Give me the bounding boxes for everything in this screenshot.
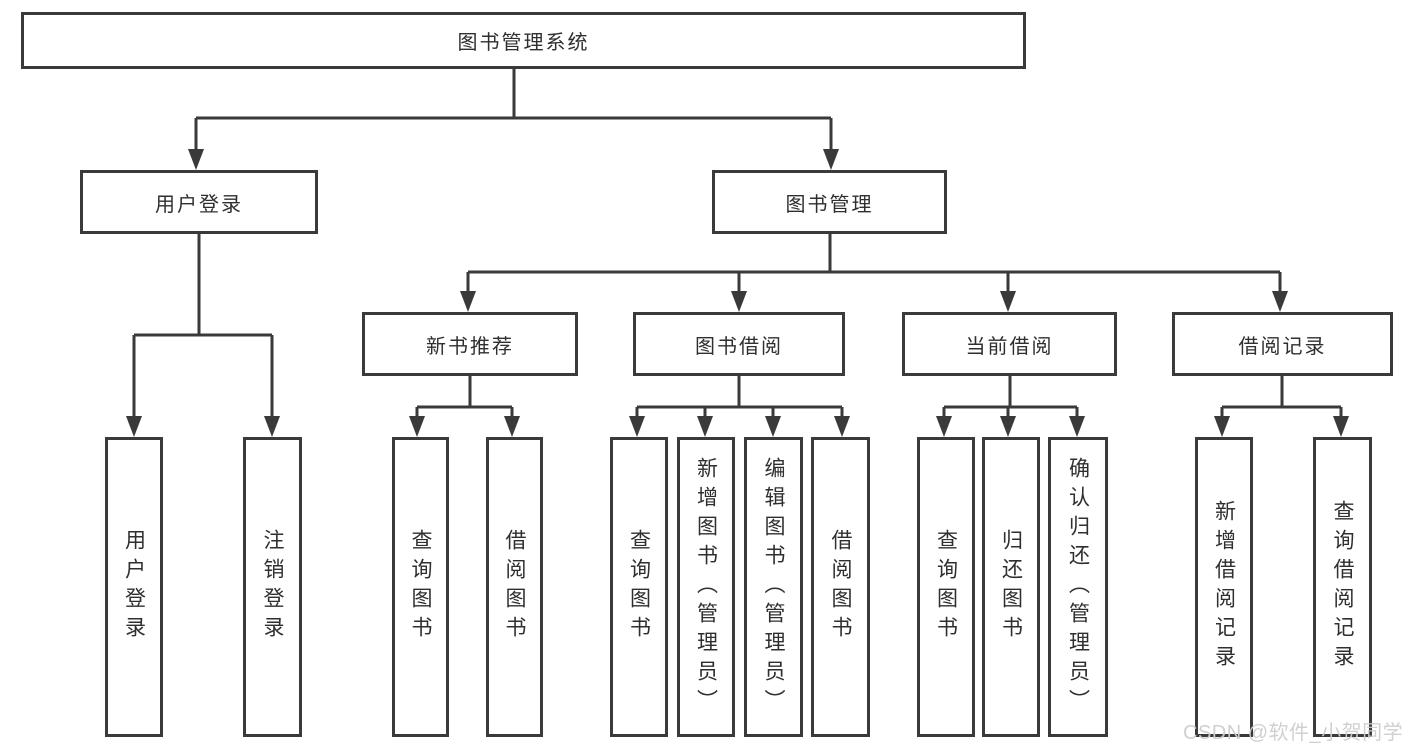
leaf-current-return: 归还图书 bbox=[982, 437, 1040, 737]
connector-book-mgmt bbox=[466, 233, 1282, 294]
node-current-borrow: 当前借阅 bbox=[902, 312, 1117, 376]
leaf-borrow-book-label: 借阅图书 bbox=[829, 529, 852, 645]
leaf-borrow-edit: 编辑图书（管理员） bbox=[744, 437, 803, 737]
leaf-borrow-query: 查询图书 bbox=[610, 437, 668, 737]
node-book-mgmt-label: 图书管理 bbox=[785, 193, 874, 216]
leaf-current-confirm: 确认归还（管理员） bbox=[1048, 437, 1108, 737]
leaf-records-add: 新增借阅记录 bbox=[1195, 437, 1253, 737]
node-book-mgmt: 图书管理 bbox=[712, 170, 947, 234]
connector-current-borrow bbox=[942, 376, 1079, 419]
leaf-logout-label: 注销登录 bbox=[261, 529, 284, 645]
node-root-label: 图书管理系统 bbox=[457, 32, 590, 54]
leaf-records-query: 查询借阅记录 bbox=[1313, 437, 1372, 737]
leaf-borrow-query-label: 查询图书 bbox=[627, 529, 651, 645]
leaf-current-query: 查询图书 bbox=[917, 437, 975, 737]
arrowheads bbox=[126, 149, 1349, 437]
connector-borrow-records bbox=[1220, 376, 1343, 419]
leaf-user-login: 用户登录 bbox=[105, 437, 163, 737]
leaf-logout: 注销登录 bbox=[243, 437, 302, 737]
leaf-borrow-add-label: 新增图书（管理员） bbox=[694, 456, 718, 718]
connector-root bbox=[194, 69, 833, 152]
leaf-borrow-book: 借阅图书 bbox=[811, 437, 870, 737]
node-new-books-label: 新书推荐 bbox=[426, 335, 514, 358]
leaf-newbooks-query: 查询图书 bbox=[392, 437, 449, 737]
connector-user-login bbox=[132, 233, 274, 419]
leaf-newbooks-query-label: 查询图书 bbox=[409, 529, 432, 645]
leaf-borrow-edit-label: 编辑图书（管理员） bbox=[762, 456, 785, 718]
node-book-borrow-label: 图书借阅 bbox=[695, 335, 783, 358]
node-new-books: 新书推荐 bbox=[362, 312, 578, 376]
leaf-current-query-label: 查询图书 bbox=[934, 529, 958, 645]
connector-book-borrow bbox=[635, 376, 844, 419]
csdn-watermark: CSDN @软件_小贺同学 bbox=[1183, 722, 1404, 744]
leaf-current-return-label: 归还图书 bbox=[999, 529, 1023, 645]
node-root: 图书管理系统 bbox=[21, 12, 1026, 69]
leaf-records-add-label: 新增借阅记录 bbox=[1212, 500, 1236, 674]
node-current-borrow-label: 当前借阅 bbox=[965, 335, 1054, 358]
node-user-login-label: 用户登录 bbox=[155, 193, 243, 216]
leaf-records-query-label: 查询借阅记录 bbox=[1331, 500, 1354, 674]
node-borrow-records: 借阅记录 bbox=[1172, 312, 1393, 376]
node-borrow-records-label: 借阅记录 bbox=[1238, 335, 1327, 358]
connector-new-books bbox=[415, 376, 514, 419]
leaf-current-confirm-label: 确认归还（管理员） bbox=[1066, 456, 1090, 718]
leaf-newbooks-borrow-label: 借阅图书 bbox=[503, 529, 526, 645]
node-book-borrow: 图书借阅 bbox=[633, 312, 845, 376]
node-user-login: 用户登录 bbox=[80, 170, 318, 234]
leaf-borrow-add: 新增图书（管理员） bbox=[677, 437, 735, 737]
leaf-newbooks-borrow: 借阅图书 bbox=[486, 437, 543, 737]
leaf-user-login-label: 用户登录 bbox=[122, 529, 146, 645]
